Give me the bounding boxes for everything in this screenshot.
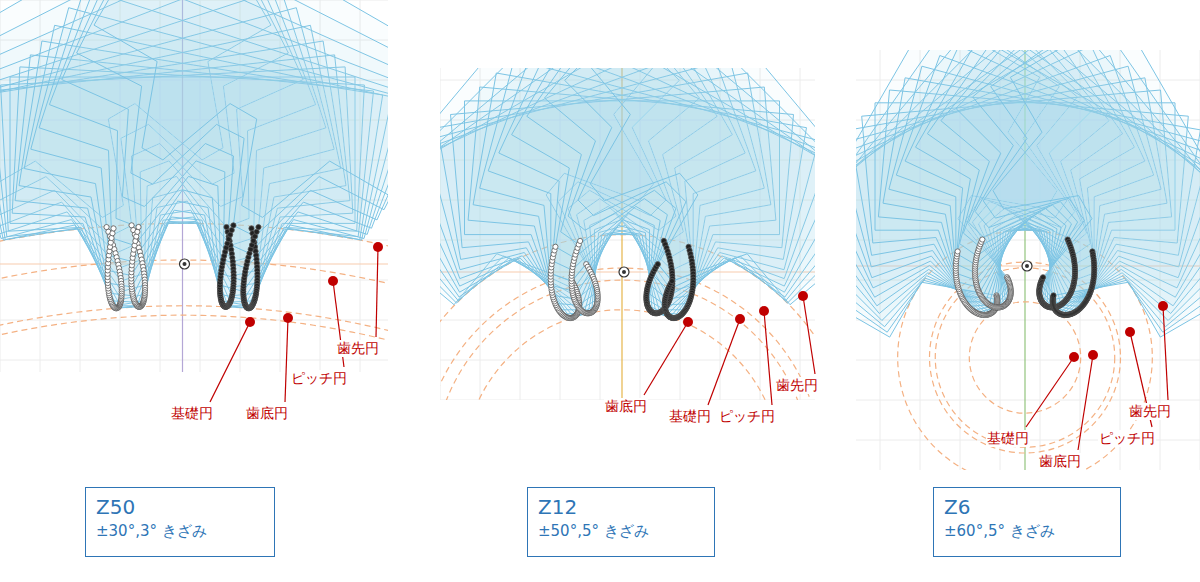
leader-line xyxy=(1078,355,1093,450)
origin-marker xyxy=(180,259,190,269)
circle-label: ピッチ円 xyxy=(718,408,776,425)
circle-label: 基礎円 xyxy=(986,430,1030,447)
tooth-count: Z50 xyxy=(96,494,264,520)
reference-circle xyxy=(463,310,781,400)
grid-line xyxy=(0,320,388,321)
leader-dot xyxy=(245,317,255,327)
trajectory-dot xyxy=(256,225,261,230)
trajectory-dot xyxy=(669,278,674,283)
reference-circle xyxy=(0,223,388,372)
origin-marker xyxy=(619,267,629,277)
leader-line xyxy=(764,311,772,405)
circle-label: ピッチ円 xyxy=(1098,430,1156,447)
leader-dot xyxy=(283,313,293,323)
circle-label: 基礎円 xyxy=(170,405,214,422)
circle-label: 歯先円 xyxy=(1128,403,1172,420)
leader-dot xyxy=(328,276,338,286)
rack-cutter-outline xyxy=(588,68,816,305)
leader-dot xyxy=(759,306,769,316)
rack-cutter-outline xyxy=(993,50,1200,337)
reference-circle xyxy=(0,306,388,372)
reference-circle xyxy=(935,268,1114,447)
tooth-count: Z6 xyxy=(944,494,1110,520)
grid-line xyxy=(856,400,1200,401)
leader-dot xyxy=(798,291,808,301)
grid-line xyxy=(440,320,815,321)
leader-dot xyxy=(1069,352,1079,362)
circle-label: 歯底円 xyxy=(604,398,648,415)
angle-range: ±30°,3° きざみ xyxy=(96,520,264,542)
angle-range: ±50°,5° きざみ xyxy=(538,520,704,542)
grid-line xyxy=(856,320,1200,321)
trajectory-dot xyxy=(655,262,660,267)
grid-line xyxy=(0,240,388,241)
circle-label: ピッチ円 xyxy=(290,370,348,387)
trajectory-dot xyxy=(1040,275,1045,280)
circle-label: 歯先円 xyxy=(775,377,819,394)
caption-box: Z12±50°,5° きざみ xyxy=(527,487,715,557)
origin-marker xyxy=(183,262,187,266)
rack-cutter-outline xyxy=(94,0,388,217)
caption-box: Z6±60°,5° きざみ xyxy=(933,487,1121,557)
reference-circle xyxy=(0,260,388,372)
trajectory-dot xyxy=(135,229,140,234)
grid-line xyxy=(0,360,388,361)
gear-panel xyxy=(0,0,388,372)
leader-line xyxy=(803,296,815,374)
reference-circle xyxy=(930,262,1121,453)
trajectory-dot xyxy=(109,235,114,240)
leader-line xyxy=(376,247,378,337)
origin-marker xyxy=(622,270,626,274)
origin-marker xyxy=(1022,261,1032,271)
trajectory-dot xyxy=(224,224,229,229)
leader-line xyxy=(285,318,288,402)
trajectory-dot xyxy=(111,226,116,231)
trajectory-dot xyxy=(110,231,115,236)
gear-panel xyxy=(440,68,815,400)
horizontal-axis xyxy=(0,263,388,264)
tooth-count: Z12 xyxy=(538,494,704,520)
leader-dot xyxy=(735,314,745,324)
leader-dot xyxy=(1158,301,1168,311)
caption-box: Z50±30°,3° きざみ xyxy=(85,487,275,557)
leader-line xyxy=(210,322,250,402)
angle-range: ±60°,5° きざみ xyxy=(944,520,1110,542)
leader-line xyxy=(1163,306,1168,400)
grid-line xyxy=(440,360,815,361)
trajectory-dot xyxy=(955,249,960,254)
leader-line xyxy=(708,319,740,405)
circle-label: 歯底円 xyxy=(245,405,289,422)
circle-label: 歯先円 xyxy=(336,340,380,357)
trajectory-dot xyxy=(980,237,985,242)
leader-line xyxy=(1026,357,1074,427)
circle-label: 基礎円 xyxy=(668,408,712,425)
leader-line xyxy=(644,322,688,395)
trajectory-dot xyxy=(136,224,141,229)
circle-label: 歯底円 xyxy=(1038,453,1082,470)
leader-dot xyxy=(373,242,383,252)
reference-circle xyxy=(969,302,1080,413)
reference-circle xyxy=(0,315,388,372)
leader-dot xyxy=(683,317,693,327)
gear-panel xyxy=(856,50,1200,470)
trajectory-dot xyxy=(249,226,254,231)
reference-circle xyxy=(440,268,815,400)
trajectory-dot xyxy=(553,244,558,249)
grid-line xyxy=(856,360,1200,361)
trajectory-curve xyxy=(1053,252,1095,316)
leader-dot xyxy=(1125,327,1135,337)
reference-circle xyxy=(440,280,810,400)
origin-marker xyxy=(1025,264,1029,268)
leader-dot xyxy=(1088,350,1098,360)
trajectory-dot xyxy=(578,238,583,243)
trajectory-dot xyxy=(231,223,236,228)
